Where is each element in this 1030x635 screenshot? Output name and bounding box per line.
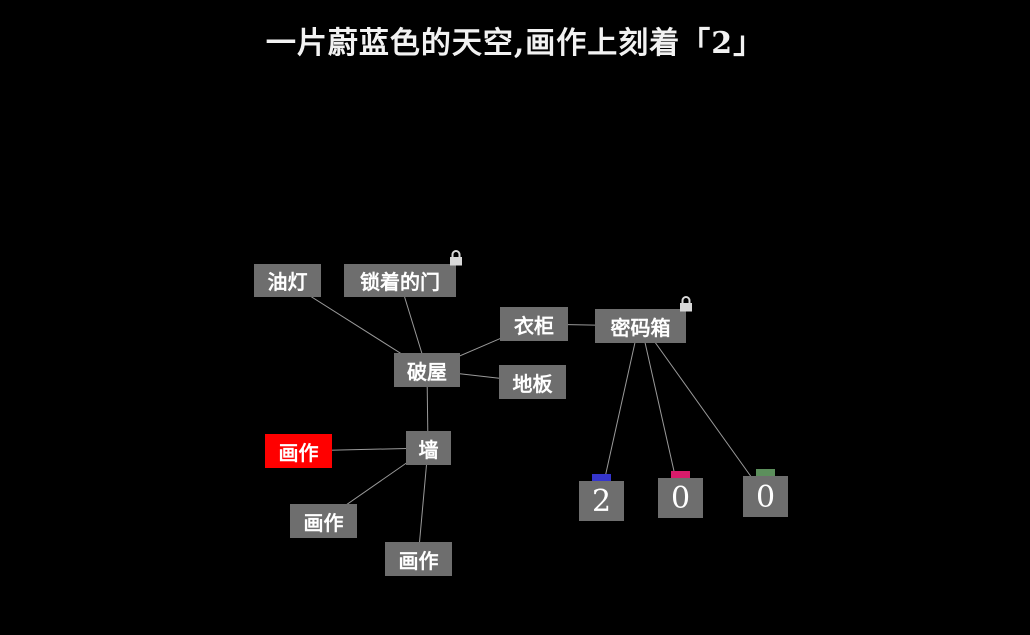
node-floor[interactable]: 地板 (499, 365, 566, 399)
password-digit-3[interactable]: 0 (743, 476, 788, 517)
password-digit-2[interactable]: 0 (658, 478, 703, 518)
node-wardrobe[interactable]: 衣柜 (500, 307, 568, 341)
lock-icon (680, 296, 692, 312)
node-painting-selected[interactable]: 画作 (265, 434, 332, 468)
link-box-digit3 (651, 337, 753, 479)
node-lamp[interactable]: 油灯 (254, 264, 321, 297)
link-painting3-wall (417, 447, 429, 560)
node-wall[interactable]: 墙 (406, 431, 451, 465)
node-painting-3[interactable]: 画作 (385, 542, 452, 576)
link-box-digit2 (643, 337, 677, 481)
lock-icon (450, 250, 462, 266)
link-box-digit1 (603, 337, 637, 483)
node-painting-2[interactable]: 画作 (290, 504, 357, 538)
node-locked-door[interactable]: 锁着的门 (344, 264, 456, 297)
node-password-box[interactable]: 密码箱 (595, 309, 686, 343)
hint-title: 一片蔚蓝色的天空,画作上刻着「2」 (265, 26, 765, 61)
password-digit-1[interactable]: 2 (579, 481, 624, 521)
node-hut[interactable]: 破屋 (394, 353, 460, 387)
